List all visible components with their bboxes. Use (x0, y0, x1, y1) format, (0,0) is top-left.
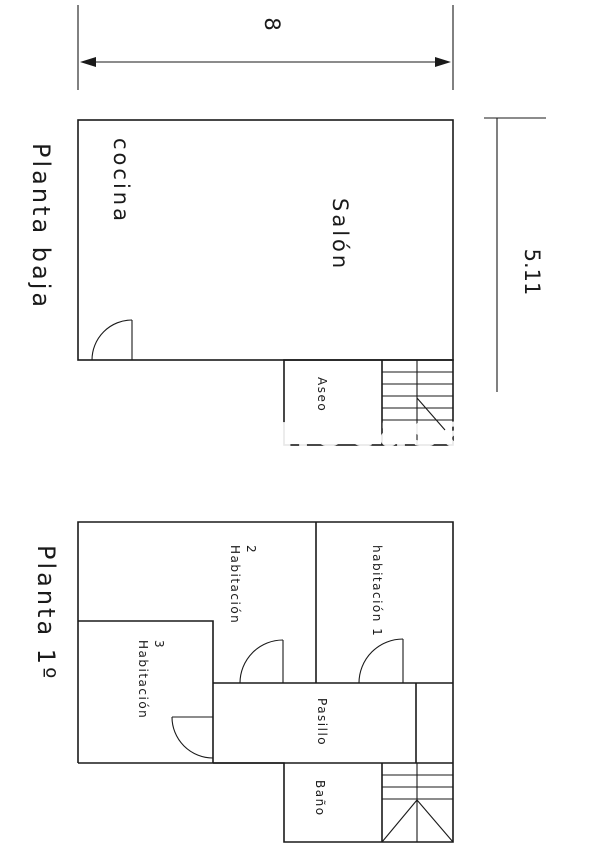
toilet-label: Aseo (315, 377, 329, 412)
depth-dimension: 5.11 (484, 117, 546, 392)
depth-dimension-label: 5.11 (520, 249, 544, 296)
bathroom-label: Baño (313, 780, 327, 817)
watermark-logo: tecnocasa (190, 406, 476, 457)
ground-floor-plan (77, 119, 454, 446)
bedroom2-label: Habitación 2 (228, 545, 258, 630)
first-floor-plan (77, 521, 454, 843)
width-dimension-label: 8 (260, 17, 284, 30)
bedroom2-door-icon (239, 639, 284, 684)
kitchen-door-icon (91, 319, 133, 361)
bedroom3-label: Habitación 3 (136, 640, 166, 725)
ground-floor-title: Planta baja (27, 143, 55, 310)
living-room-label: Salón (328, 198, 352, 271)
bedroom1-door-icon (358, 638, 404, 684)
first-floor-stairs (381, 763, 454, 843)
width-dimension: 8 (77, 5, 454, 90)
hallway-label: Pasillo (315, 698, 329, 746)
ground-floor-stairs (382, 360, 453, 445)
kitchen-label: cocina (109, 138, 133, 224)
first-floor-title: Planta 1º (32, 545, 60, 681)
bedroom1-label: habitación 1 (370, 545, 384, 637)
bedroom3-door-icon (171, 716, 214, 759)
